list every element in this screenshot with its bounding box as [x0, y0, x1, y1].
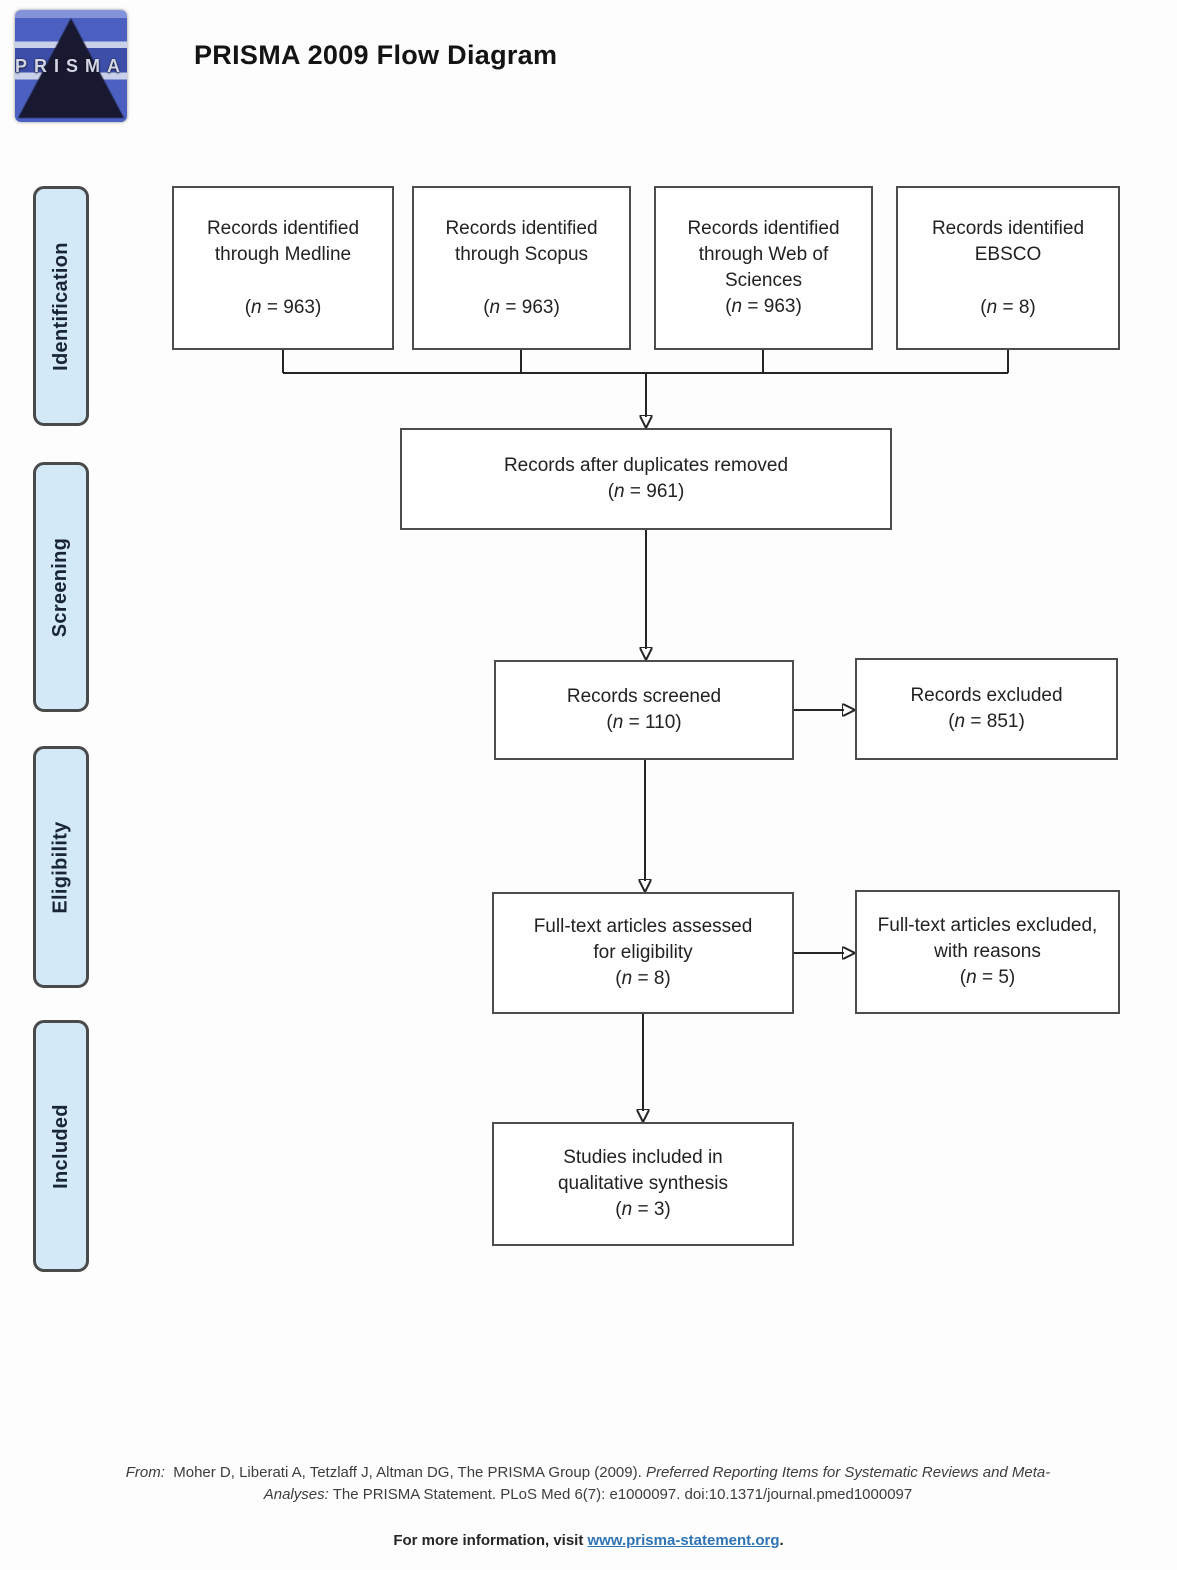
citation-title-part2: Analyses: — [263, 1486, 329, 1503]
prisma-logo-text: PRISMA — [15, 55, 127, 76]
collector-line — [282, 350, 1009, 374]
box-label: Records after duplicates removed — [503, 455, 789, 476]
info-text: For more information, visit — [393, 1532, 584, 1549]
citation-from-label: From: — [125, 1464, 165, 1481]
box-count: (n = 5) — [959, 967, 1016, 988]
prisma-logo-triangle-icon — [18, 18, 124, 118]
stage-label-text: Screening — [49, 537, 72, 637]
box-count: (n = 963) — [244, 296, 322, 318]
stage-label-text: Included — [49, 1103, 72, 1189]
box-count: (n = 851) — [948, 711, 1025, 732]
box-count: (n = 963) — [483, 296, 560, 318]
citation: From: Moher D, Liberati A, Tetzlaff J, A… — [38, 1462, 1138, 1506]
box-count: (n = 963) — [725, 296, 802, 317]
stage-label-text: Identification — [49, 241, 72, 371]
stage-label-included: Included — [33, 1020, 89, 1272]
box-label: Records screened — [566, 686, 722, 707]
box-count: (n = 8) — [980, 296, 1036, 318]
flow-box-fulltext-excluded: Full-text articles excluded,with reasons… — [855, 890, 1120, 1014]
citation-authors: Moher D, Liberati A, Tetzlaff J, Altman … — [173, 1464, 642, 1481]
prisma-statement-link[interactable]: www.prisma-statement.org — [587, 1532, 780, 1549]
box-count: (n = 961) — [607, 481, 685, 502]
box-count: (n = 8) — [615, 968, 671, 989]
stage-label-screening: Screening — [33, 462, 89, 712]
box-count: (n = 110) — [606, 712, 682, 733]
box-label: Records excluded — [910, 685, 1063, 706]
flow-box-records-excluded: Records excluded (n = 851) — [855, 658, 1118, 760]
stage-label-identification: Identification — [33, 186, 89, 426]
box-label: Full-text articles excluded,with reasons — [877, 915, 1098, 962]
stage-label-eligibility: Eligibility — [33, 746, 89, 988]
stage-label-text: Eligibility — [49, 820, 72, 914]
flow-box-records-screened: Records screened (n = 110) — [494, 660, 794, 760]
prisma-logo: PRISMA — [15, 10, 127, 122]
info-period: . — [779, 1532, 784, 1549]
info-line: For more information, visit www.prisma-s… — [0, 1532, 1177, 1549]
citation-title-part1: Preferred Reporting Items for Systematic… — [645, 1464, 1051, 1481]
box-count: (n = 3) — [615, 1199, 671, 1220]
page-title: PRISMA 2009 Flow Diagram — [194, 40, 558, 70]
citation-rest: The PRISMA Statement. PLoS Med 6(7): e10… — [332, 1486, 913, 1503]
flow-box-duplicates-removed: Records after duplicates removed (n = 961… — [400, 428, 892, 530]
